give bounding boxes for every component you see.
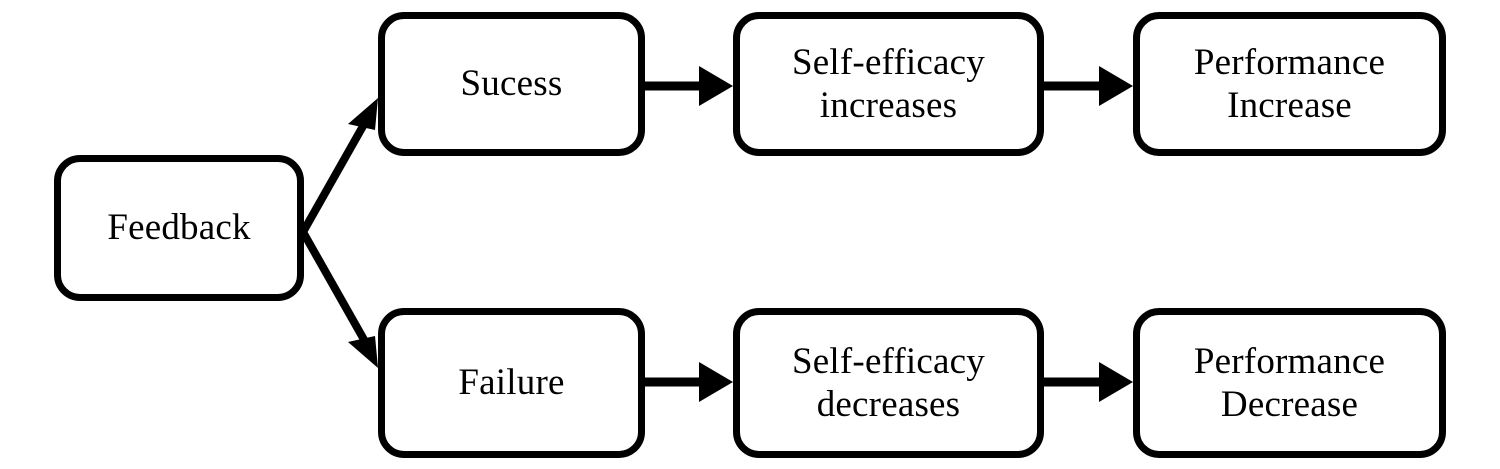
edge-efficacy-up-to-performance-up [1044, 66, 1133, 106]
node-self-efficacy-decreases[interactable]: Self-efficacy decreases [733, 308, 1044, 458]
node-failure[interactable]: Failure [378, 308, 645, 458]
node-failure-label: Failure [458, 362, 565, 404]
node-performance-increase-label: Performance Increase [1193, 41, 1386, 126]
node-performance-decrease[interactable]: Performance Decrease [1133, 308, 1446, 458]
edge-success-to-efficacy-up [645, 66, 733, 106]
node-self-efficacy-increases-label: Self-efficacy increases [792, 41, 985, 126]
edge-failure-to-efficacy-down [645, 362, 733, 402]
node-success[interactable]: Sucess [378, 12, 645, 156]
node-feedback-label: Feedback [107, 207, 251, 249]
node-performance-increase[interactable]: Performance Increase [1133, 12, 1446, 156]
node-performance-decrease-label: Performance Decrease [1193, 340, 1386, 425]
edge-feedback-to-success [299, 98, 378, 234]
edge-feedback-to-failure [299, 230, 378, 368]
node-feedback[interactable]: Feedback [54, 155, 304, 301]
node-self-efficacy-decreases-label: Self-efficacy decreases [792, 340, 985, 425]
node-success-label: Sucess [460, 63, 563, 105]
edge-efficacy-down-to-performance-down [1044, 362, 1133, 402]
node-self-efficacy-increases[interactable]: Self-efficacy increases [733, 12, 1044, 156]
